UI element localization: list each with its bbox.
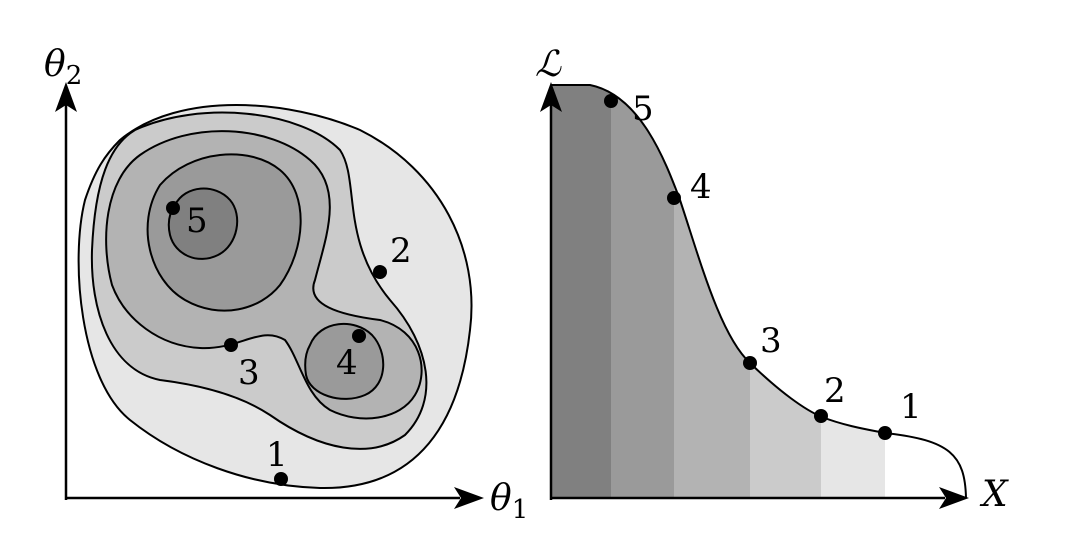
band-1 bbox=[821, 85, 885, 498]
left-point-5 bbox=[166, 201, 180, 215]
right-y-axis-arrowhead bbox=[540, 82, 562, 112]
left-point-3 bbox=[224, 338, 238, 352]
right-point-2-label: 2 bbox=[824, 371, 846, 411]
left-panel: θ2 θ1 1 2 3 4 5 bbox=[44, 44, 528, 525]
right-y-axis-label: ℒ bbox=[535, 44, 562, 85]
band-3 bbox=[674, 85, 750, 498]
right-point-3-label: 3 bbox=[760, 321, 782, 361]
left-y-axis-arrowhead bbox=[55, 82, 77, 112]
left-point-2 bbox=[373, 265, 387, 279]
contour-level-5 bbox=[167, 187, 239, 260]
right-point-1-label: 1 bbox=[900, 387, 922, 427]
right-point-5 bbox=[604, 94, 618, 108]
band-4 bbox=[611, 85, 674, 498]
left-point-4 bbox=[352, 329, 366, 343]
right-point-4-label: 4 bbox=[690, 167, 712, 207]
contour-level-4-side bbox=[304, 322, 385, 400]
likelihood-curve bbox=[551, 84, 967, 499]
right-point-5-label: 5 bbox=[632, 89, 654, 129]
band-5 bbox=[551, 85, 611, 498]
left-x-axis-arrowhead bbox=[454, 487, 484, 509]
left-point-4-label: 4 bbox=[336, 343, 358, 383]
left-x-axis-label: θ1 bbox=[490, 478, 528, 525]
right-point-1 bbox=[878, 426, 892, 440]
right-x-axis-label: X bbox=[979, 474, 1009, 515]
right-panel: ℒ X 5 4 3 2 1 bbox=[535, 44, 1009, 515]
left-y-axis-label: θ2 bbox=[44, 44, 82, 91]
right-point-3 bbox=[743, 356, 757, 370]
left-point-1 bbox=[274, 472, 288, 486]
right-point-4 bbox=[667, 191, 681, 205]
left-point-2-label: 2 bbox=[390, 231, 412, 271]
right-x-axis-arrowhead bbox=[939, 487, 969, 509]
left-point-5-label: 5 bbox=[186, 201, 208, 241]
left-point-3-label: 3 bbox=[238, 353, 260, 393]
right-point-2 bbox=[814, 409, 828, 423]
band-2 bbox=[750, 85, 821, 498]
left-point-1-label: 1 bbox=[266, 435, 288, 475]
